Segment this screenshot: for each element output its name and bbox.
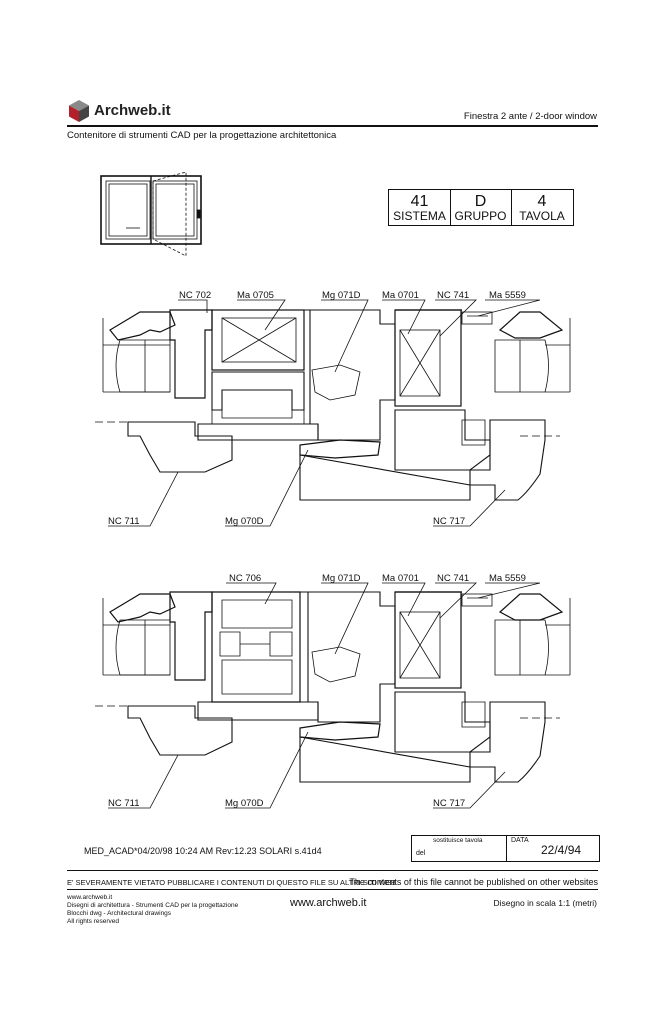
window-elevation-icon	[100, 172, 202, 257]
sistema-label: SISTEMA	[393, 209, 446, 223]
brand-name: Archweb.it	[94, 102, 171, 119]
code-table: 41 SISTEMA D GRUPPO 4 TAVOLA	[388, 189, 574, 226]
footer-rule	[67, 870, 598, 871]
credit-line: Blocchi dwg - Architectural drawings	[67, 910, 172, 917]
label-nc717-2: NC 717	[433, 798, 466, 809]
data-label: DATA	[511, 837, 529, 844]
label-nc741: NC 741	[437, 290, 470, 301]
drawing-title: Finestra 2 ante / 2-door window	[463, 111, 597, 122]
scale-note: Disegno in scala 1:1 (metri)	[493, 898, 597, 908]
credit-line: www.archweb.it	[67, 894, 113, 901]
website-link[interactable]: www.archweb.it	[290, 897, 367, 909]
gruppo-cell: D GRUPPO	[450, 190, 512, 225]
label-ma0701-2: Ma 0701	[382, 573, 419, 584]
del-label: del	[416, 850, 426, 857]
label-mg071d: Mg 071D	[322, 290, 361, 301]
credit-line: Disegni di architettura - Strumenti CAD …	[67, 902, 239, 909]
warning-italian: E' SEVERAMENTE VIETATO PUBBLICARE I CONT…	[67, 878, 396, 887]
tavola-label: TAVOLA	[519, 209, 565, 223]
tavola-cell: 4 TAVOLA	[511, 190, 573, 225]
gruppo-label: GRUPPO	[454, 209, 507, 223]
sistema-cell: 41 SISTEMA	[389, 190, 451, 225]
file-reference: MED_ACAD*04/20/98 10:24 AM Rev:12.23 SOL…	[84, 846, 322, 856]
label-ma0701: Ma 0701	[382, 290, 419, 301]
label-ma5559: Ma 5559	[489, 290, 526, 301]
sistema-value: 41	[410, 193, 429, 210]
label-nc711: NC 711	[108, 516, 140, 527]
label-nc741-2: NC 741	[437, 573, 470, 584]
label-nc711-2: NC 711	[108, 798, 140, 809]
tavola-value: 4	[537, 193, 547, 210]
label-nc706: NC 706	[229, 573, 262, 584]
credit-line: All rights reserved	[67, 918, 120, 925]
label-mg071d-2: Mg 071D	[322, 573, 361, 584]
label-ma0705: Ma 0705	[237, 290, 274, 301]
footer-rule-2	[67, 889, 598, 890]
subtitle: Contenitore di strumenti CAD per la prog…	[67, 130, 337, 141]
date-value: 22/4/94	[541, 843, 582, 857]
date-box: sostituisce tavola del DATA 22/4/94	[411, 835, 600, 862]
label-mg070d-2: Mg 070D	[225, 798, 264, 809]
label-mg070d: Mg 070D	[225, 516, 264, 527]
replaces-label: sostituisce tavola	[433, 837, 483, 844]
label-nc702: NC 702	[179, 290, 212, 301]
label-nc717: NC 717	[433, 516, 466, 527]
label-ma5559-2: Ma 5559	[489, 573, 526, 584]
credits-block: www.archweb.it Disegni di architettura -…	[67, 894, 238, 926]
archweb-logo-icon	[69, 100, 89, 122]
warning-english: The contents of this file cannot be publ…	[349, 877, 598, 887]
header-rule	[67, 125, 598, 127]
date-box-divider	[506, 836, 507, 861]
gruppo-value: D	[474, 193, 487, 210]
